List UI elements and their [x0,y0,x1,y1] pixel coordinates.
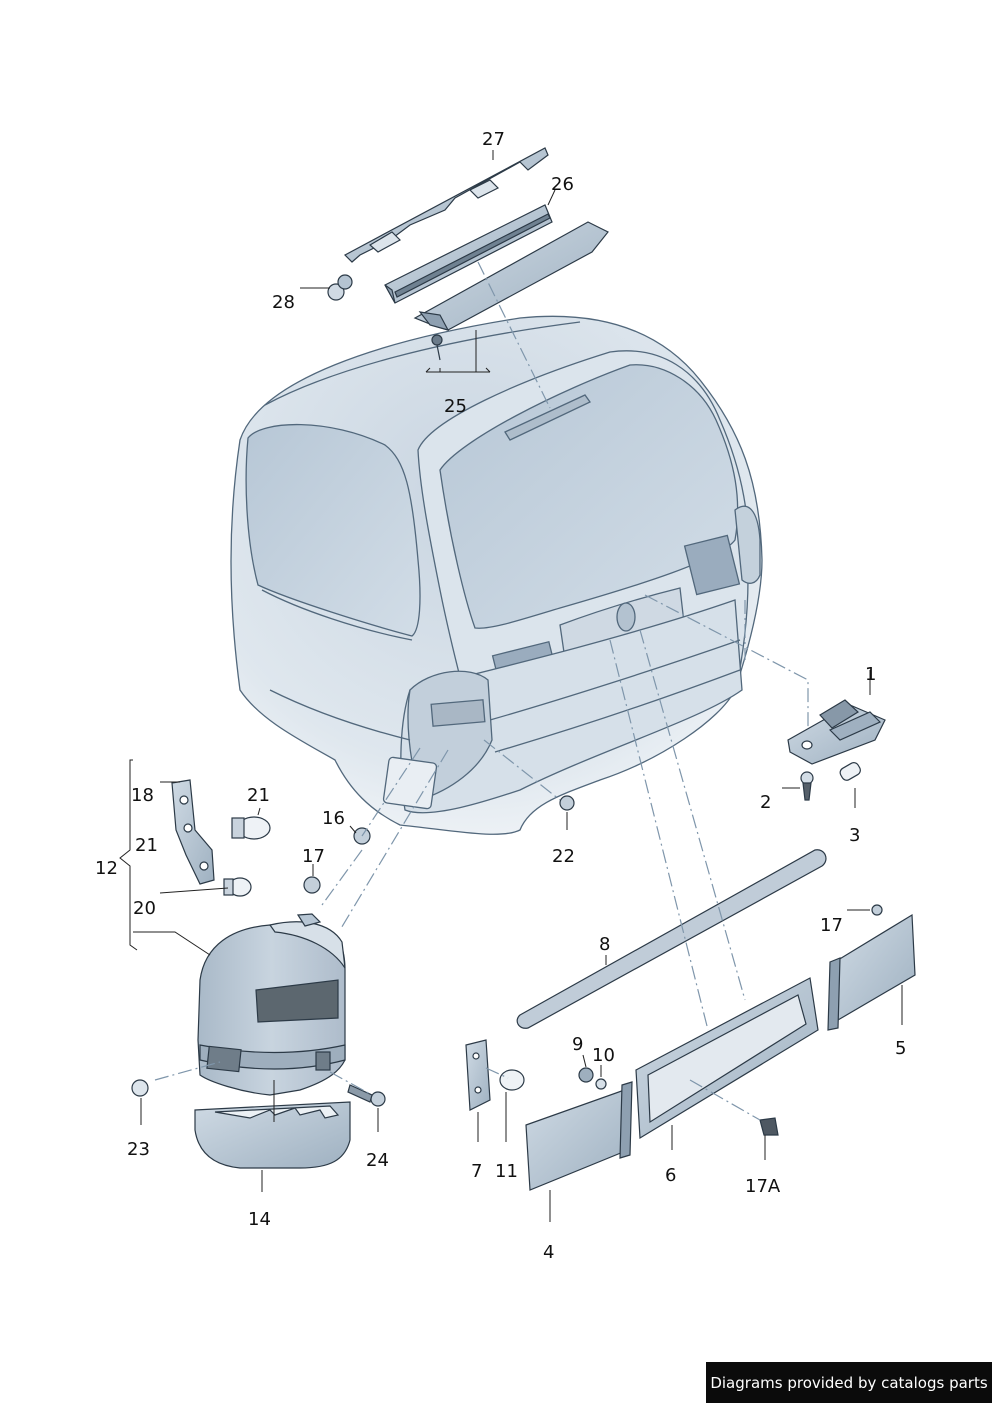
part-25-cover [413,221,609,331]
part-18-bulb-holder [171,779,215,885]
callout-27: 27 [482,129,505,150]
callout-11: 11 [495,1161,518,1182]
part-24-bolt [347,1084,386,1107]
part-28-clip [327,274,353,301]
part-17A-screw [759,1117,779,1136]
callout-16: 16 [322,808,345,829]
part-17-screw-right [871,904,883,916]
part-7-lamp-bracket [465,1039,491,1111]
part-1-plate-lamp [787,699,886,765]
part-2-screw [800,771,814,801]
callout-12: 12 [95,858,118,879]
callout-25: 25 [444,396,467,417]
side-window [245,423,421,637]
callout-17A: 17A [745,1176,781,1197]
callout-23: 23 [127,1139,150,1160]
part-20-bulb [223,877,252,897]
part-22-clip [559,795,575,811]
callout-9: 9 [572,1034,583,1055]
part-10-washer [595,1078,607,1090]
callout-7: 7 [471,1161,482,1182]
callout-1: 1 [865,664,876,685]
part-21-bulb [231,816,271,840]
assembly-lines [154,261,809,1121]
callout-14: 14 [248,1209,271,1230]
callout-17-left: 17 [302,846,325,867]
callout-24: 24 [366,1150,389,1171]
part-6-plate-carrier [635,977,819,1140]
lamp-lens-dark [255,979,339,1023]
callout-3: 3 [849,825,860,846]
callout-5: 5 [895,1038,906,1059]
callout-labels: 27 26 28 25 1 2 3 22 16 17 18 21 21 12 2… [95,129,906,1263]
credit-banner: Diagrams provided by catalogs parts [706,1362,992,1403]
part-3-bulb [839,762,861,781]
callout-2: 2 [760,792,771,813]
part-9-nut [578,1067,594,1083]
callout-28: 28 [272,292,295,313]
bumper-reflector [382,756,438,810]
callout-17-right: 17 [820,915,843,936]
part-5-trim-right [827,913,916,1031]
callout-26: 26 [551,174,574,195]
rear-lamp-housing [197,913,346,1096]
part-4-trim-left [525,1081,633,1191]
part-26-light-bar [384,204,553,304]
part-14-lamp-trim [194,1101,351,1169]
part-11-bulb [499,1069,525,1091]
part-23-clip [131,1079,149,1097]
callout-21-right: 21 [247,785,270,806]
vehicle-rear-body [230,315,763,835]
callout-18: 18 [131,785,154,806]
callout-4: 4 [543,1242,554,1263]
credit-text: Diagrams provided by catalogs parts [710,1373,988,1392]
part-17-nut-left [303,876,321,894]
leader-lines [119,150,903,1222]
callout-10: 10 [592,1045,615,1066]
part-8-sealing-strip [516,849,827,1029]
callout-20: 20 [133,898,156,919]
callout-22: 22 [552,846,575,867]
part-25-screw [431,334,443,361]
part-27-bracket [344,147,549,263]
callout-8: 8 [599,934,610,955]
callout-21-left: 21 [135,835,158,856]
callout-6: 6 [665,1165,676,1186]
